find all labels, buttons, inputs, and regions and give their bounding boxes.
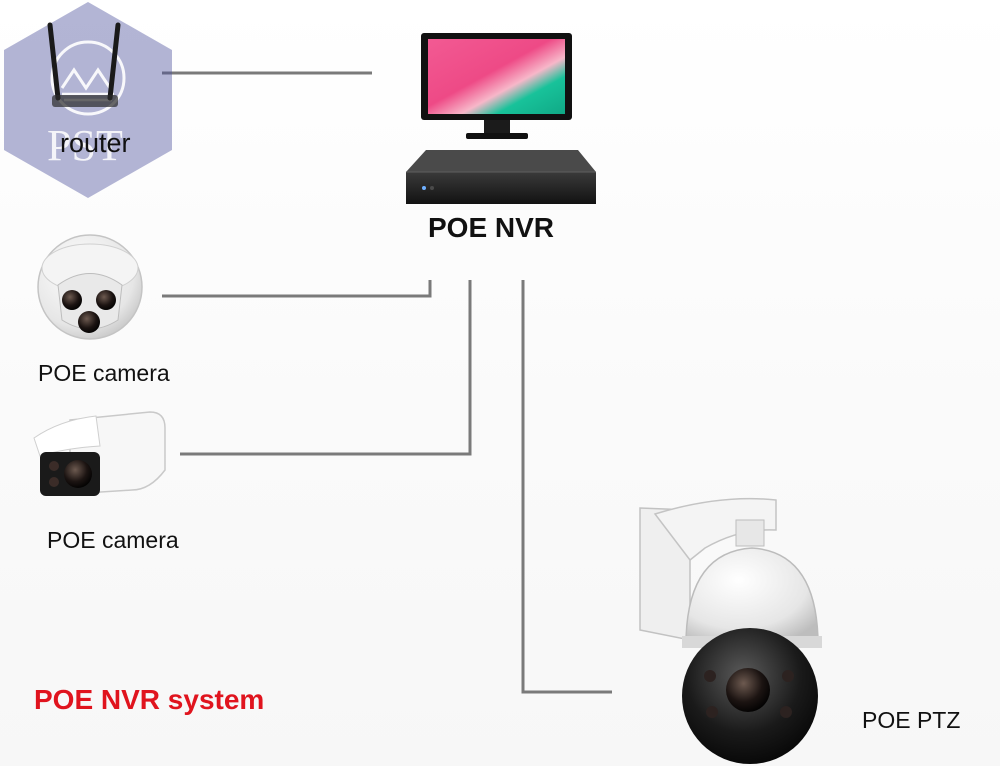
nvr-label: POE NVR bbox=[428, 212, 555, 243]
ptz-label: POE PTZ bbox=[862, 707, 961, 733]
router-icon bbox=[47, 22, 121, 107]
ptz-link bbox=[521, 280, 612, 694]
nvr-recorder-icon bbox=[406, 150, 596, 204]
camera-1-label: POE camera bbox=[38, 360, 170, 386]
system-title: POE NVR system bbox=[34, 684, 265, 715]
ptz-camera-icon bbox=[639, 497, 822, 764]
bullet-camera-icon bbox=[33, 411, 166, 496]
camera-2-label: POE camera bbox=[47, 527, 179, 553]
monitor-icon bbox=[421, 33, 572, 139]
dome-camera-icon bbox=[37, 234, 143, 340]
router-label: router bbox=[60, 128, 131, 158]
camera-1-link bbox=[162, 280, 432, 298]
camera-2-link bbox=[180, 280, 472, 456]
connector-lines bbox=[162, 71, 612, 694]
watermark-text: PST bbox=[47, 121, 123, 170]
